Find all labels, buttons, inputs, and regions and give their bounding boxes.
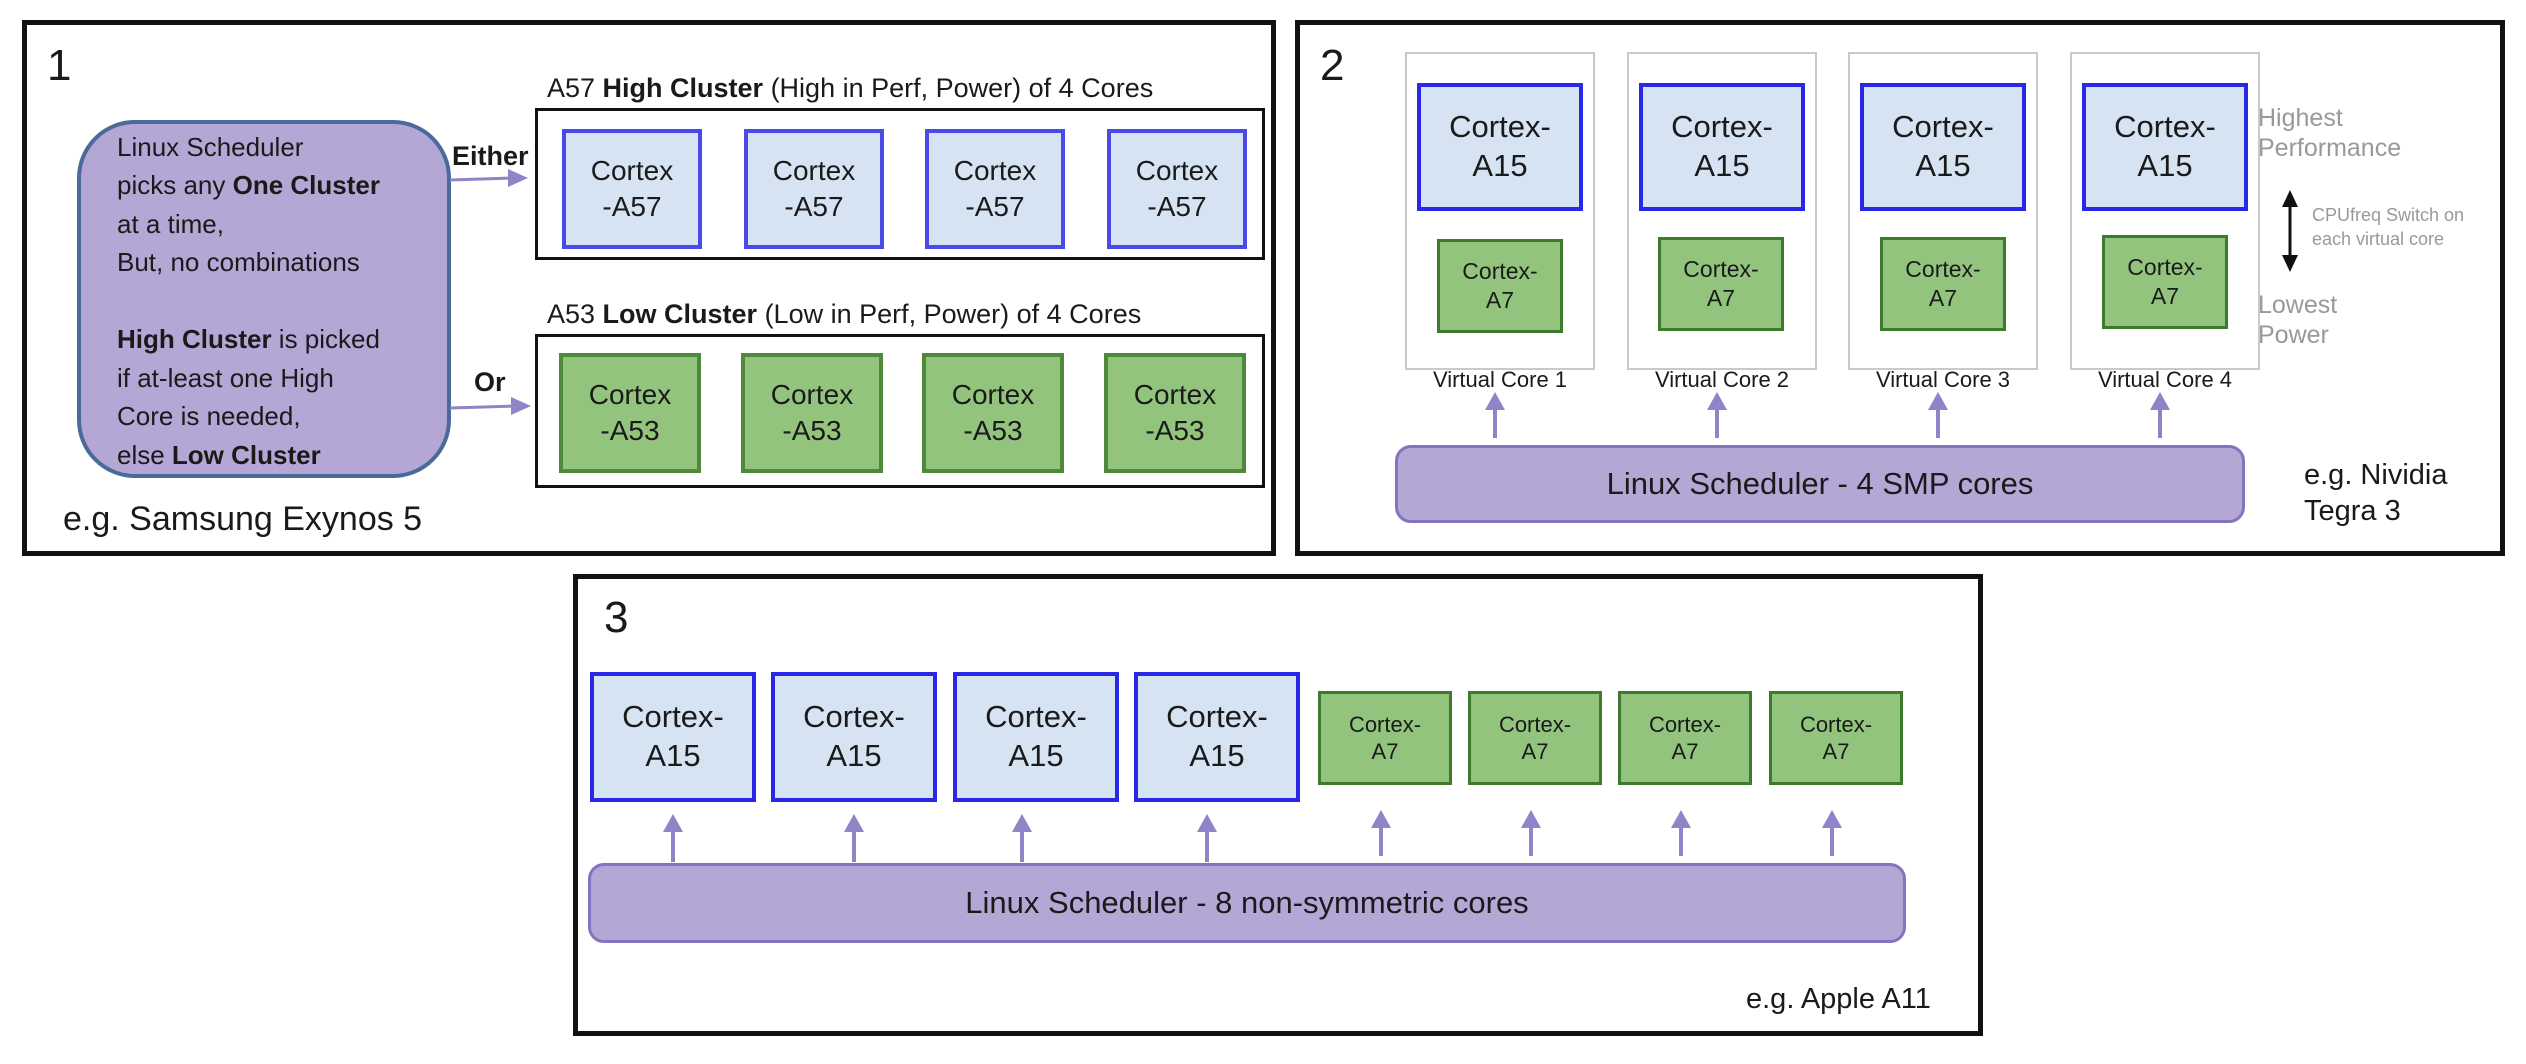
cortex-a57-core: Cortex-A57 xyxy=(744,129,884,249)
high-cluster-title: A57 High Cluster (High in Perf, Power) o… xyxy=(547,73,1154,103)
arrow-up-virtual-core xyxy=(2150,392,2170,438)
low-cluster-box xyxy=(535,334,1265,488)
arrow-up-virtual-core xyxy=(1928,392,1948,438)
cortex-a57-core: Cortex-A57 xyxy=(562,129,702,249)
scheduler-line: Linux Scheduler xyxy=(117,132,304,162)
cpufreq-double-arrow xyxy=(2282,190,2298,272)
cortex-a15-core: Cortex-A15 xyxy=(1134,672,1300,802)
cortex-a57-core: Cortex-A57 xyxy=(1107,129,1247,249)
cortex-a15-core: Cortex-A15 xyxy=(590,672,756,802)
cortex-a15-core: Cortex-A15 xyxy=(1639,83,1805,211)
cortex-a7-core: Cortex-A7 xyxy=(1618,691,1752,785)
arrow-to-low-cluster xyxy=(449,397,531,415)
arrow-up-core xyxy=(1012,814,1032,862)
cortex-a53-core: Cortex-A53 xyxy=(559,353,701,473)
cortex-a7-core: Cortex-A7 xyxy=(1658,237,1784,331)
or-label: Or xyxy=(474,367,506,397)
virtual-core-label: Virtual Core 1 xyxy=(1432,367,1568,392)
scheduler-line: picks any One Cluster xyxy=(117,170,380,201)
cortex-a7-core: Cortex-A7 xyxy=(1880,237,2006,331)
arrow-up-core xyxy=(1521,810,1541,856)
arrow-up-virtual-core xyxy=(1485,392,1505,438)
arrow-up-core xyxy=(844,814,864,862)
arrow-up-core xyxy=(1822,810,1842,856)
scheduler-line: High Cluster is picked xyxy=(117,324,380,355)
either-label: Either xyxy=(452,141,529,171)
scheduler-line: at a time, xyxy=(117,208,224,239)
panel-1-number: 1 xyxy=(47,41,72,90)
cortex-a15-core: Cortex-A15 xyxy=(2082,83,2248,211)
arrow-to-high-cluster xyxy=(449,169,528,187)
low-cluster-title: A53 Low Cluster (Low in Perf, Power) of … xyxy=(547,299,1142,329)
panel-2: 2 Cortex-A15 Cortex-A15 Cortex-A15 Corte… xyxy=(1295,20,2505,556)
virtual-core-label: Virtual Core 2 xyxy=(1654,367,1790,392)
scheduler-line: Core is needed, xyxy=(117,401,301,432)
cortex-a15-core: Cortex-A15 xyxy=(771,672,937,802)
arrow-up-core xyxy=(1197,814,1217,862)
panel-1: 1 Linux Scheduler picks any One Cluster … xyxy=(22,20,1276,556)
virtual-core-label: Virtual Core 3 xyxy=(1875,367,2011,392)
panel-2-number: 2 xyxy=(1320,41,1345,90)
panel-3-number: 3 xyxy=(604,593,629,642)
arrow-up-core xyxy=(1371,810,1391,856)
cortex-a7-core: Cortex-A7 xyxy=(1437,239,1563,333)
virtual-core-label: Virtual Core 4 xyxy=(2097,367,2233,392)
scheduler-line: But, no combinations xyxy=(117,247,360,278)
cortex-a7-core: Cortex-A7 xyxy=(1769,691,1903,785)
high-cluster-box xyxy=(535,108,1265,260)
scheduler-line: if at-least one High xyxy=(117,362,334,393)
scheduler-8-non-symmetric: Linux Scheduler - 8 non-symmetric cores xyxy=(588,863,1906,943)
arrow-up-virtual-core xyxy=(1707,392,1727,438)
scheduler-bubble: Linux Scheduler picks any One Cluster at… xyxy=(77,120,451,478)
cortex-a53-core: Cortex-A53 xyxy=(741,353,883,473)
cortex-a7-core: Cortex-A7 xyxy=(1318,691,1452,785)
scheduler-4-smp: Linux Scheduler - 4 SMP cores xyxy=(1395,445,2245,523)
arrow-up-core xyxy=(1671,810,1691,856)
panel-1-example: e.g. Samsung Exynos 5 xyxy=(63,500,423,538)
cortex-a7-core: Cortex-A7 xyxy=(1468,691,1602,785)
cortex-a53-core: Cortex-A53 xyxy=(1104,353,1246,473)
scheduler-description: Linux Scheduler picks any One Cluster at… xyxy=(117,128,380,474)
arrow-up-core xyxy=(663,814,683,862)
cortex-a15-core: Cortex-A15 xyxy=(1860,83,2026,211)
cortex-a15-core: Cortex-A15 xyxy=(953,672,1119,802)
cortex-a53-core: Cortex-A53 xyxy=(922,353,1064,473)
panel-3: 3 Cortex-A15 Cortex-A15 Cortex-A15 Corte… xyxy=(573,574,1983,1036)
panel-3-example: e.g. Apple A11 xyxy=(1746,983,1931,1015)
scheduler-line: else Low Cluster xyxy=(117,439,321,470)
cortex-a57-core: Cortex-A57 xyxy=(925,129,1065,249)
cortex-a15-core: Cortex-A15 xyxy=(1417,83,1583,211)
cortex-a7-core: Cortex-A7 xyxy=(2102,235,2228,329)
